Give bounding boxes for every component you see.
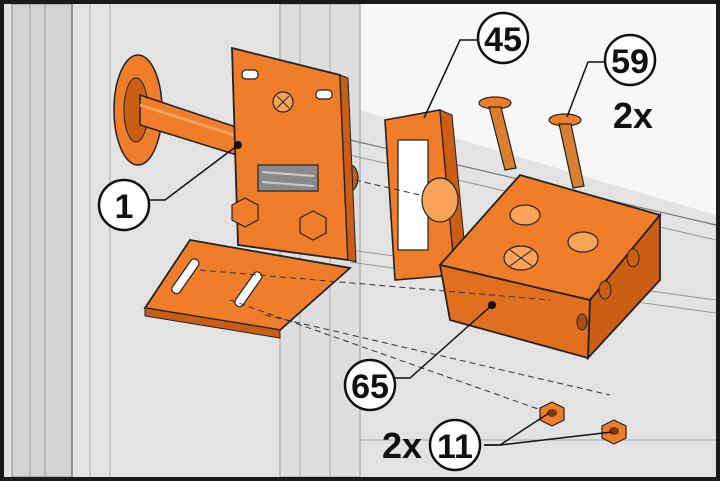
leader-lines — [148, 39, 613, 446]
part-1-bracket — [139, 46, 359, 339]
callout-65-number: 65 — [351, 368, 389, 406]
part-65-housing — [438, 173, 662, 361]
callout-11-number: 11 — [437, 428, 473, 466]
callout-59: 59 2x — [603, 33, 657, 136]
callout-45-number: 45 — [484, 21, 522, 59]
callout-11-quantity: 2x — [382, 425, 422, 466]
part-59-bolts — [478, 96, 585, 189]
leader-dots — [234, 141, 496, 309]
assembly-guide-lines — [199, 179, 611, 416]
part-11-nuts — [539, 401, 627, 445]
callout-11: 11 2x — [382, 418, 482, 472]
callout-59-number: 59 — [611, 43, 649, 81]
callout-65: 65 — [343, 358, 397, 412]
callout-45: 45 — [476, 11, 530, 65]
callout-1-number: 1 — [115, 188, 134, 226]
callout-59-quantity: 2x — [613, 95, 653, 136]
callout-1: 1 — [97, 178, 151, 232]
part-45-clip — [384, 109, 468, 281]
